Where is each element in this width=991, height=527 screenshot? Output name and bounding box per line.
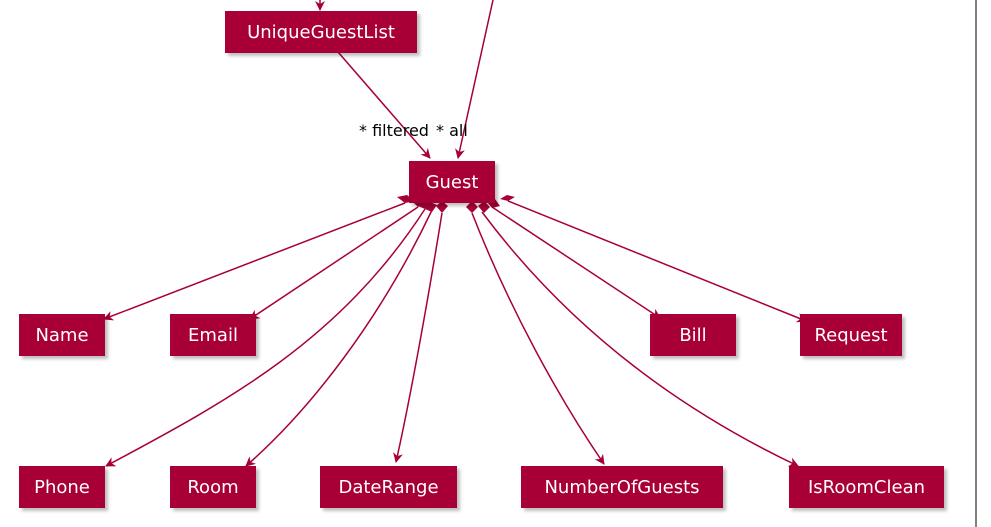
edge-guest-numberofguests [471, 212, 605, 465]
class-uniqueguestlist[interactable]: UniqueGuestList [225, 11, 417, 53]
edge-guest-bill [491, 206, 661, 319]
edge-guest-name [103, 202, 406, 321]
label-all: * all [436, 121, 468, 140]
edge-guest-email [249, 206, 419, 320]
edge-guest-daterange [393, 212, 443, 463]
diamond-guest-isroomclean [478, 201, 490, 213]
label-filtered: * filtered [359, 121, 429, 140]
edge-guest-room [245, 209, 433, 467]
class-phone[interactable]: Phone [19, 466, 105, 508]
class-daterange[interactable]: DateRange [320, 466, 457, 508]
class-email[interactable]: Email [170, 314, 256, 356]
edge-guest-request [507, 200, 807, 323]
edge-guest-phone [105, 208, 426, 467]
edge-top-guest [455, 0, 494, 159]
diamond-guest-daterange [436, 201, 448, 213]
edge-guest-isroomclean [481, 211, 799, 467]
frame-border [975, 0, 977, 527]
class-room[interactable]: Room [170, 466, 256, 508]
class-request[interactable]: Request [800, 314, 902, 356]
edge-uniqueguestlist-guest [337, 51, 431, 159]
class-numberofguests[interactable]: NumberOfGuests [521, 466, 723, 508]
class-bill[interactable]: Bill [650, 314, 736, 356]
class-name[interactable]: Name [19, 314, 105, 356]
diamond-guest-numberofguests [466, 201, 478, 213]
class-guest[interactable]: Guest [409, 161, 495, 203]
class-isroomclean[interactable]: IsRoomClean [789, 466, 944, 508]
diamond-guest-room [425, 202, 437, 212]
diamond-guest-request [500, 195, 515, 201]
